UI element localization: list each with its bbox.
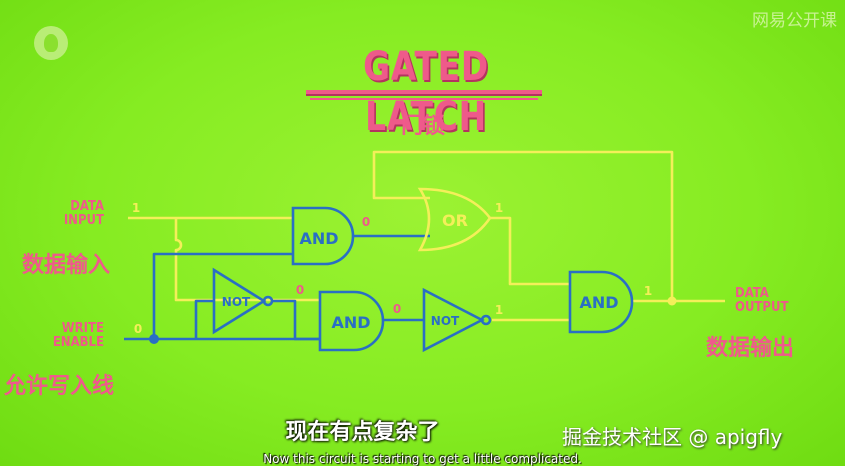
subtitle-chinese-text: 现在有点复杂了 xyxy=(285,420,440,445)
wire-we-not xyxy=(194,299,214,339)
write-enable-label: WRITE ENABLE xyxy=(44,322,104,350)
gate-and-output xyxy=(568,270,634,334)
active-wires xyxy=(128,150,725,322)
write-enable-label-cn: 允许写入线 xyxy=(4,374,115,399)
gate-not-right-label: NOT xyxy=(431,314,460,328)
credit-watermark: 掘金技术社区 @ apigfly xyxy=(562,425,783,449)
data-output-label-line2: OUTPUT xyxy=(735,300,789,315)
junction-output xyxy=(667,296,677,306)
signal-not-right-out: 1 xyxy=(495,303,503,317)
title-underline-thin xyxy=(310,98,538,100)
data-input-label-line2: INPUT xyxy=(63,213,104,228)
data-output-label-line1: DATA xyxy=(735,286,769,301)
gate-and-middle xyxy=(318,290,385,352)
wire-or-out xyxy=(490,216,570,286)
data-output-label-cn: 数据输出 xyxy=(706,336,795,361)
gate-not-left-label: NOT xyxy=(222,295,251,309)
gate-not-left xyxy=(212,267,274,335)
data-input-label: DATA INPUT xyxy=(48,200,104,228)
signal-write-enable: 0 xyxy=(134,322,142,336)
gate-and-output-label: AND xyxy=(579,293,618,312)
signal-or-out: 1 xyxy=(495,201,503,215)
gate-or xyxy=(417,187,492,252)
diagram-title-cn: 门锁 xyxy=(400,114,445,139)
wire-not-left-out xyxy=(272,299,320,341)
gate-not-right xyxy=(422,287,492,353)
diagram-title: GATED LATCH xyxy=(363,44,489,140)
wire-data-branch xyxy=(174,218,320,302)
title-underline xyxy=(306,90,542,94)
pbs-logo-icon xyxy=(34,26,68,60)
data-input-label-line1: DATA xyxy=(70,199,104,214)
data-input-label-cn: 数据输入 xyxy=(22,253,111,278)
junction-write-enable xyxy=(149,334,159,344)
subtitle-english: Now this circuit is starting to get a li… xyxy=(263,452,582,466)
signal-and-top-out: 0 xyxy=(362,215,370,229)
data-output-label: DATA OUTPUT xyxy=(735,287,805,315)
gate-or-label: OR xyxy=(442,211,468,230)
signal-not-left-out: 0 xyxy=(296,283,304,297)
wire-we-up xyxy=(152,252,293,339)
write-enable-label-line1: WRITE xyxy=(61,321,104,336)
signal-data-input: 1 xyxy=(132,201,140,215)
gate-and-top-label: AND xyxy=(299,229,338,248)
watermark: 网易公开课 xyxy=(752,11,837,31)
write-enable-label-line2: ENABLE xyxy=(52,335,104,350)
signal-data-output: 1 xyxy=(644,284,652,298)
subtitle-chinese: 现在有点复杂了 xyxy=(0,414,845,446)
gate-and-top xyxy=(291,206,355,266)
gate-and-middle-label: AND xyxy=(331,313,370,332)
wire-feedback xyxy=(372,150,674,300)
signal-and-middle-out: 0 xyxy=(393,302,401,316)
